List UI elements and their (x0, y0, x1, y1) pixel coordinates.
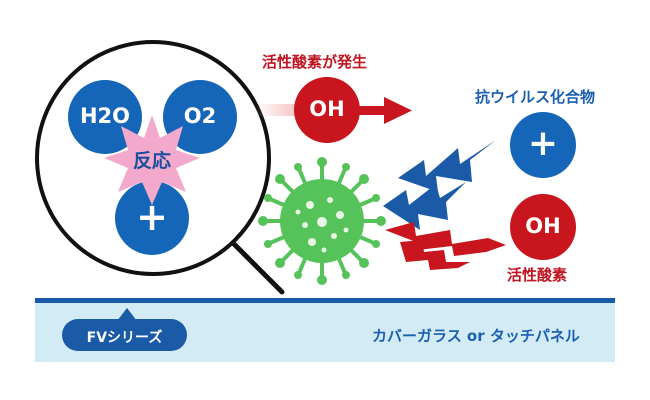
reaction-label: 反応 (132, 150, 171, 172)
oh-arrow-head (384, 97, 412, 124)
active-oxygen-generated-label: 活性酸素が発生 (262, 53, 368, 71)
h2o-molecule (68, 80, 142, 154)
surface-label: カバーガラス or タッチパネル (372, 327, 580, 345)
surface-top-line (35, 298, 615, 303)
o2-label: O2 (183, 104, 217, 128)
virus-spike-tips (258, 157, 386, 285)
series-badge-bg (62, 319, 187, 351)
compound-plus-label: + (136, 195, 168, 239)
active-oxygen-label: 活性酸素 (507, 266, 568, 284)
blue-lightning-arrows (383, 140, 496, 230)
o2-molecule (163, 80, 237, 154)
oh-right-label: OH (525, 214, 561, 238)
virus (258, 157, 386, 285)
virus-dots (295, 197, 349, 253)
series-badge-label: FVシリーズ (86, 330, 163, 346)
red-lightning-arrows (385, 222, 506, 270)
blue-bolt-upper (398, 140, 496, 192)
oh-arrow-shaft (358, 106, 386, 115)
oh-molecule-top (294, 77, 360, 143)
oh-top-label: OH (309, 97, 345, 121)
red-bolt-upper (385, 222, 506, 256)
reaction-burst (104, 115, 200, 205)
compound-molecule (115, 181, 189, 255)
red-bolt-lower (400, 240, 470, 270)
h2o-label: H2O (79, 104, 131, 128)
series-badge-pointer (117, 308, 137, 321)
antiviral-molecule (510, 112, 576, 178)
blue-bolt-lower (383, 182, 466, 230)
antiviral-plus-label: + (527, 123, 559, 164)
antiviral-compound-label: 抗ウイルス化合物 (475, 88, 596, 106)
oh-molecule-right (510, 194, 576, 260)
